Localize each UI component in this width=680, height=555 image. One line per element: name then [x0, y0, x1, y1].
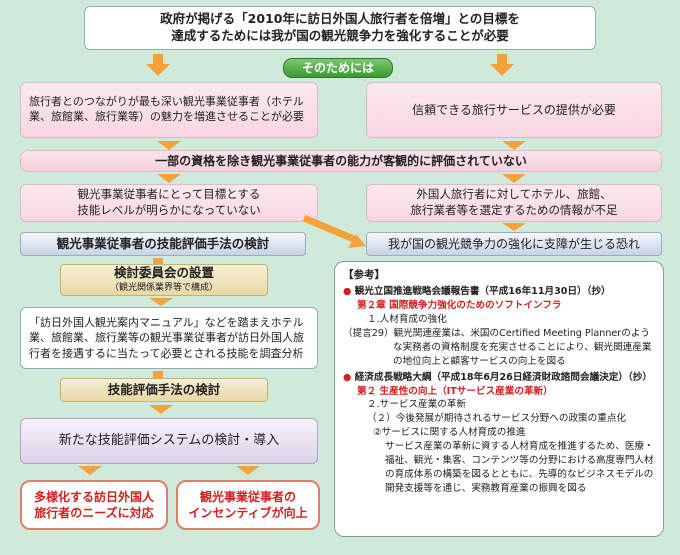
- reference-item1-chapter: 第２章 国際競争力強化のためのソフトインフラ: [357, 300, 562, 312]
- arrow-new-system: [149, 405, 173, 414]
- arrow-outcome-right: [236, 466, 260, 475]
- left-problem-box: 観光事業従事者にとって目標とする 技能レベルが明らかになっていない: [20, 184, 318, 222]
- arrow-method-stem: [153, 371, 163, 381]
- reference-item2-title-text: 経済成長戦略大綱（平成18年6月26日経済財政諮問会議決定）（抄）: [354, 371, 652, 383]
- committee-subtitle: （観光関係業界等で構成）: [109, 283, 218, 294]
- reference-item2-sub: ２.サービス産業の革新: [367, 399, 466, 411]
- arrow-need-left: [157, 141, 181, 150]
- right-problem-box: 外国人旅行者に対してホテル、旅館、 旅行業者等を選定するための情報が不足: [366, 184, 662, 222]
- bullet-icon: ●: [343, 286, 352, 298]
- arrow-top-right-head: [490, 64, 514, 76]
- arrow-top-left-head: [146, 64, 170, 76]
- problem-band: 一部の資格を除き観光事業従事者の能力が客観的に評価されていない: [20, 150, 662, 172]
- reference-item1-title: ● 観光立国推進戦略会議報告書（平成16年11月30日）（抄）: [343, 285, 655, 299]
- diagonal-arrow: [302, 214, 366, 248]
- reference-item1-proposal-text: 観光関連産業は、米国のCertified Meeting Plannerのような…: [393, 327, 652, 367]
- left-need-box: 旅行者とのつながりが最も深い観光事業従事者（ホテル業、旅館業、旅行業等）の魅力を…: [20, 82, 318, 138]
- arrow-need-right: [502, 141, 526, 150]
- reference-item1-sub: １.人材育成の強化: [367, 314, 447, 326]
- reference-item2-title: ● 経済成長戦略大綱（平成18年6月26日経済財政諮問会議決定）（抄）: [343, 371, 655, 385]
- top-goal-box: 政府が掲げる「2010年に訪日外国人旅行者を倍増」との目標を 達成するためには我…: [84, 6, 596, 50]
- sono-tame-pill: そのためには: [283, 58, 393, 78]
- reference-panel: 【参考】 ● 観光立国推進戦略会議報告書（平成16年11月30日）（抄） 第２章…: [334, 261, 664, 537]
- bullet-icon: ●: [343, 371, 352, 383]
- reference-item1-title-text: 観光立国推進戦略会議報告書（平成16年11月30日）（抄）: [354, 286, 611, 298]
- right-need-box: 信頼できる旅行サービスの提供が必要: [366, 82, 662, 138]
- reference-item2-sub2: （２）今後発展が期待されるサービス分野への政策の重点化: [367, 413, 627, 425]
- outcome-left-box: 多様化する訪日外国人 旅行者のニーズに対応: [20, 480, 168, 530]
- arrow-top-left-stem: [153, 54, 163, 64]
- new-system-box: 新たな技能評価システムの検討・導入: [20, 418, 318, 464]
- arrow-top-right-stem: [497, 54, 507, 64]
- committee-title: 検討委員会の設置: [113, 265, 214, 281]
- arrow-band-right: [502, 174, 526, 183]
- review-method-box: 観光事業従事者の技能評価手法の検討: [20, 232, 306, 256]
- survey-box: 「訪日外国人観光案内マニュアル」などを踏まえホテル業、旅館業、旅行業等の観光事業…: [20, 307, 318, 369]
- reference-item2-sub3: ②サービスに関する人材育成の推進: [373, 427, 526, 439]
- arrow-band-left: [157, 174, 181, 183]
- outcome-right-box: 観光事業従事者の インセンティブが向上: [176, 480, 320, 530]
- reference-item1-proposal: （提言29）観光関連産業は、米国のCertified Meeting Plann…: [343, 327, 655, 369]
- reference-item1-proposal-label: （提言29）: [343, 327, 394, 339]
- arrow-outcome-left: [78, 466, 102, 475]
- committee-box: 検討委員会の設置 （観光関係業界等で構成）: [60, 264, 268, 296]
- reference-item2-chapter: 第２ 生産性の向上（ITサービス産業の革新）: [357, 385, 553, 397]
- reference-title: 【参考】: [343, 269, 385, 281]
- method-review-box: 技能評価手法の検討: [60, 378, 268, 402]
- risk-box: 我が国の観光競争力の強化に支障が生じる恐れ: [366, 232, 662, 256]
- reference-item2-text: サービス産業の革新に資する人材育成を推進するため、医療・福祉、観光・集客、コンテ…: [385, 441, 654, 494]
- arrow-risk: [502, 223, 526, 231]
- arrow-survey: [149, 298, 173, 306]
